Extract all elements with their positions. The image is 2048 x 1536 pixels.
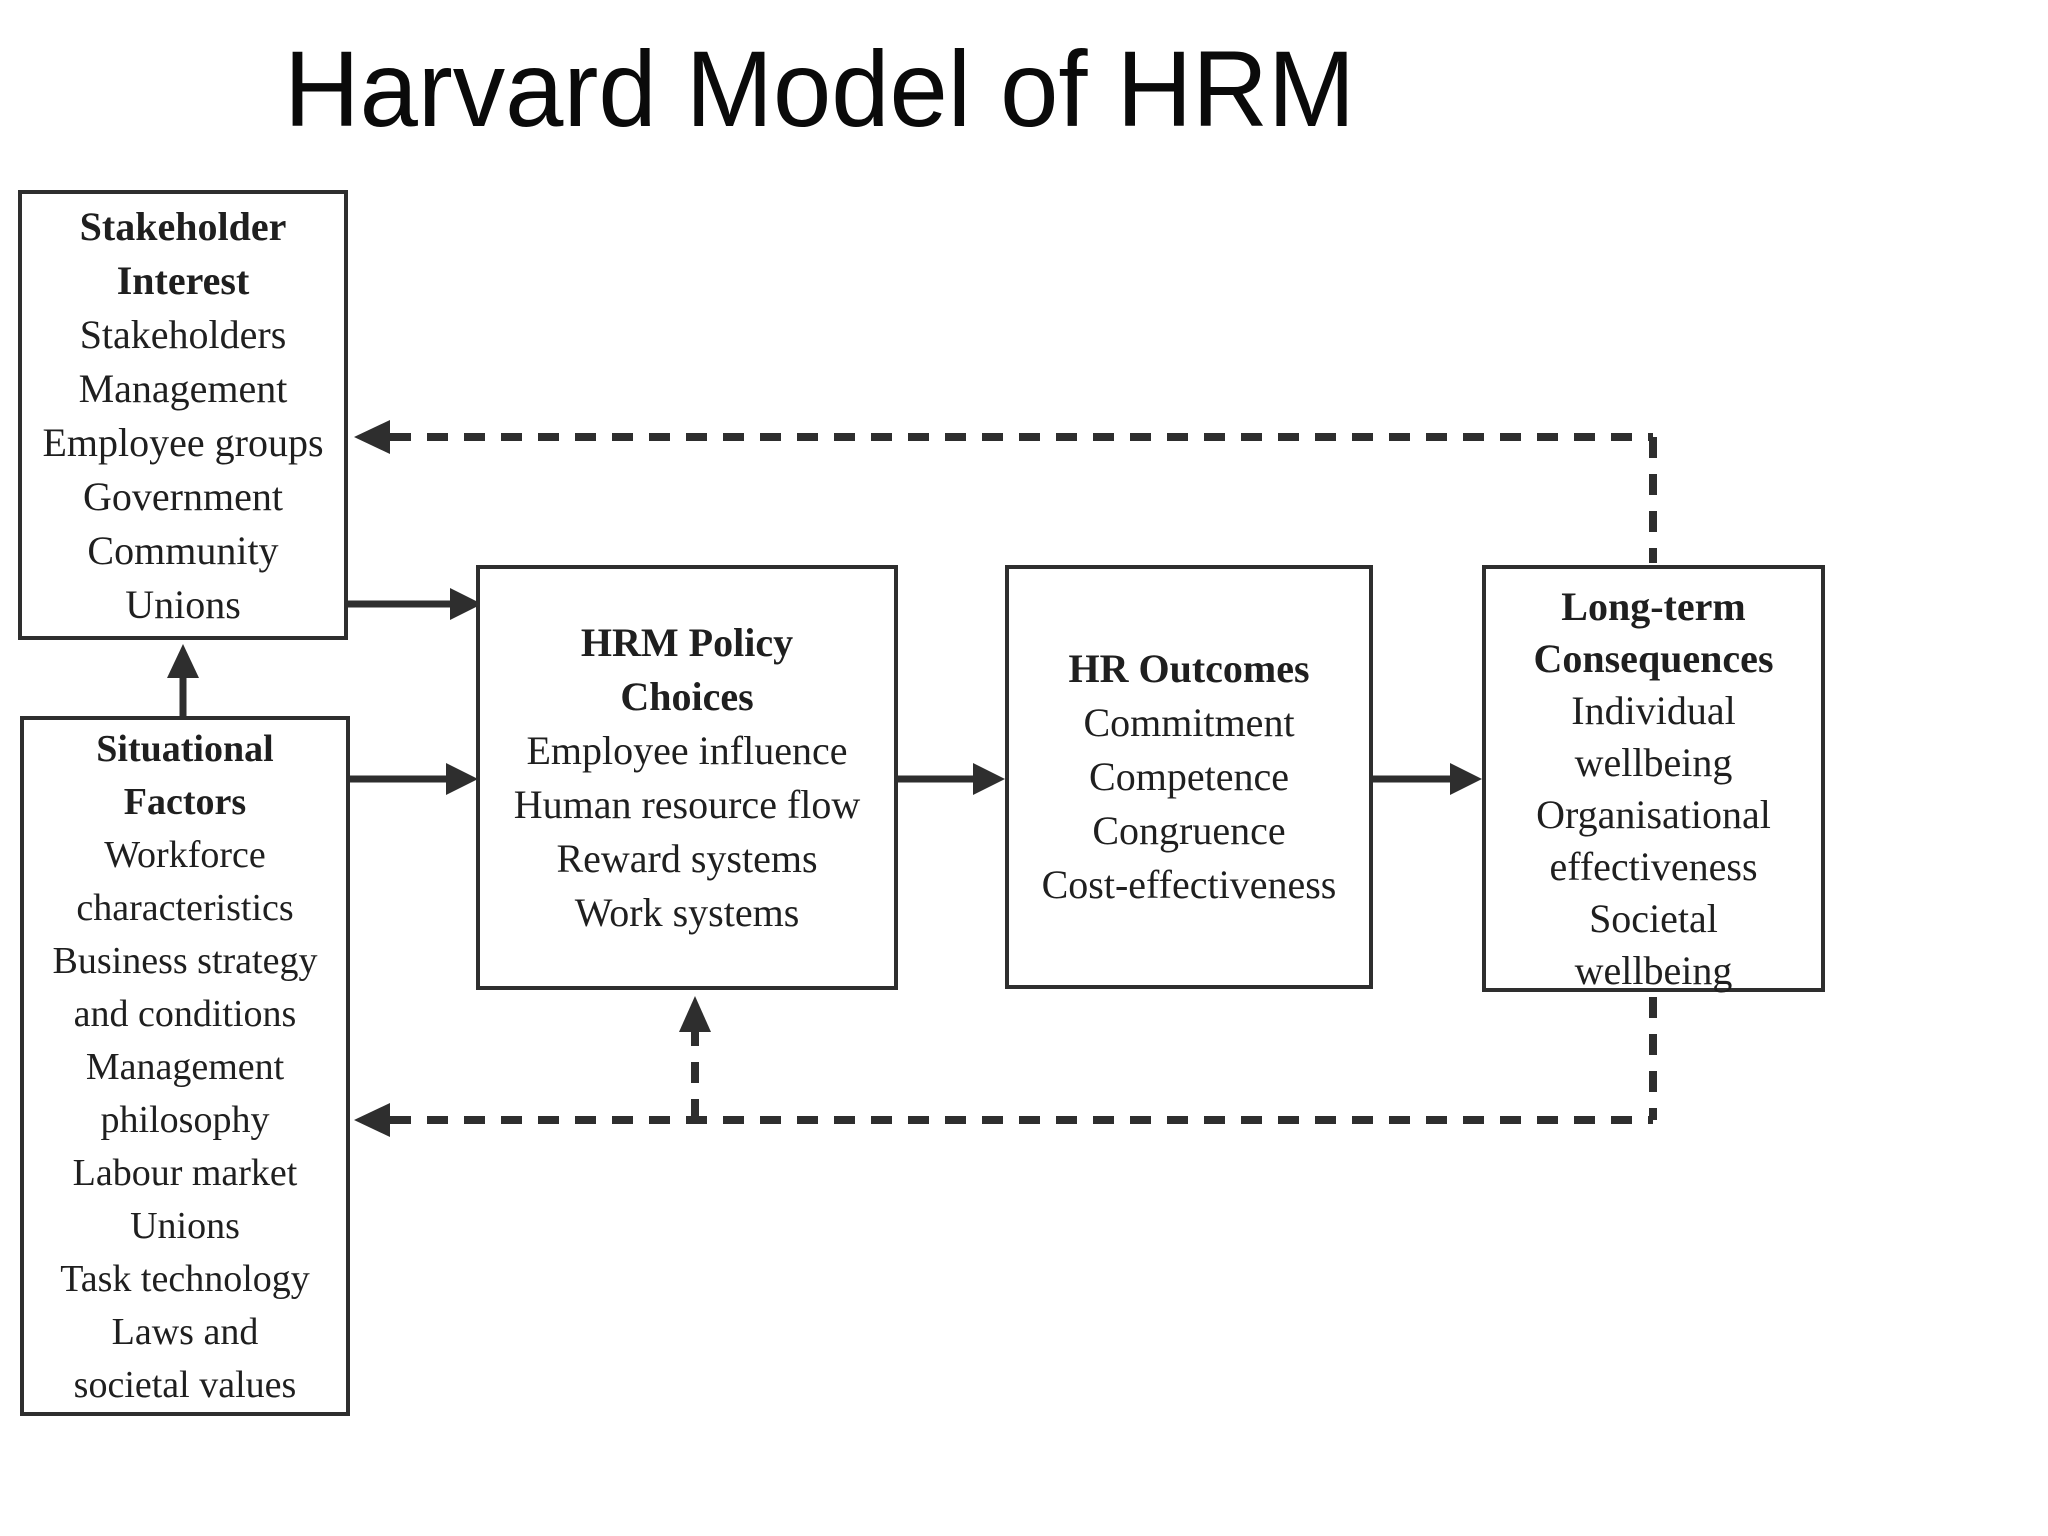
list-item: Management [85, 1046, 285, 1088]
arrow-stakeholder-to-policy [348, 588, 482, 620]
list-item: Cost-effectiveness [1041, 862, 1337, 907]
list-item: Task technology [60, 1258, 310, 1300]
list-item: Reward systems [556, 835, 818, 881]
situational-factors-box: Situational Factors Workforce characteri… [20, 716, 350, 1416]
list-item: Societal [1589, 896, 1718, 941]
arrow-outcomes-to-consequences [1373, 763, 1482, 795]
list-item: Human resource flow [513, 781, 861, 827]
list-item: Community [87, 528, 279, 573]
list-item: Organisational [1536, 792, 1771, 837]
box-heading-line: Interest [116, 258, 250, 303]
list-item: Individual [1571, 688, 1736, 733]
list-item: Laws and [111, 1311, 259, 1353]
box-heading-line: Choices [620, 673, 754, 719]
feedback-consequences-to-situational [354, 997, 1657, 1137]
box-heading-line: Long-term [1561, 584, 1746, 629]
list-item: effectiveness [1549, 844, 1758, 889]
list-item: societal values [73, 1364, 297, 1406]
box-heading-line: Factors [123, 781, 247, 823]
box-heading-line: HRM Policy [580, 619, 794, 665]
feedback-branch-to-policy [679, 996, 711, 1120]
box-heading-line: Situational [96, 728, 274, 770]
feedback-consequences-to-stakeholder [354, 420, 1657, 563]
list-item: Business strategy [52, 940, 318, 982]
list-item: Stakeholders [79, 312, 287, 357]
hrm-policy-choices-box: HRM Policy Choices Employee influence Hu… [476, 565, 898, 990]
box-heading-line: Consequences [1533, 636, 1774, 681]
list-item: Government [83, 474, 283, 519]
list-item: Unions [130, 1205, 240, 1247]
arrow-situational-to-stakeholder [167, 644, 199, 716]
list-item: Congruence [1092, 808, 1286, 853]
list-item: Labour market [72, 1152, 298, 1194]
list-item: Management [78, 366, 288, 411]
hr-outcomes-box: HR Outcomes Commitment Competence Congru… [1005, 565, 1373, 989]
list-item: wellbeing [1574, 740, 1733, 785]
arrow-policy-to-outcomes [898, 763, 1005, 795]
box-heading-line: Stakeholder [79, 204, 287, 249]
list-item: Employee influence [526, 727, 848, 773]
list-item: Competence [1089, 754, 1289, 799]
list-item: Work systems [574, 889, 800, 935]
list-item: Workforce [104, 834, 266, 876]
list-item: wellbeing [1574, 948, 1733, 993]
list-item: Unions [125, 582, 241, 627]
long-term-consequences-box: Long-term Consequences Individual wellbe… [1482, 565, 1825, 993]
list-item: philosophy [100, 1099, 270, 1141]
box-heading-line: HR Outcomes [1068, 646, 1310, 691]
arrow-situational-to-policy [348, 763, 478, 795]
list-item: Employee groups [42, 420, 324, 465]
page-title: Harvard Model of HRM [284, 28, 1356, 149]
list-item: and conditions [73, 993, 297, 1035]
list-item: Commitment [1083, 700, 1295, 745]
list-item: characteristics [76, 887, 294, 929]
stakeholder-interest-box: Stakeholder Interest Stakeholders Manage… [18, 190, 348, 640]
